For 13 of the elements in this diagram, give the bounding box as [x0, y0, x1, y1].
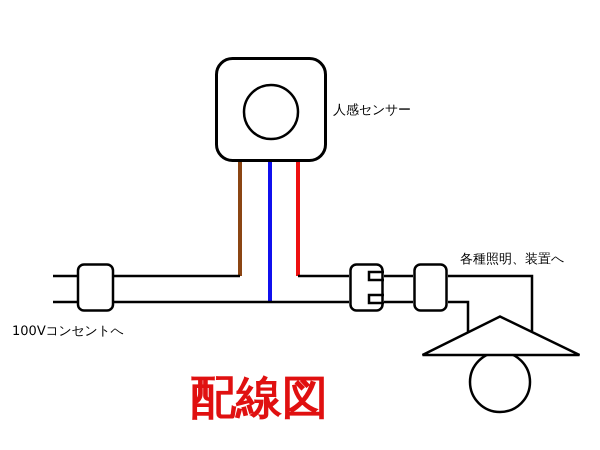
wire	[296, 162, 300, 276]
cable-drawing	[53, 263, 349, 312]
motion-sensor-drawing	[215, 57, 327, 162]
wire	[238, 162, 242, 276]
destination-note: 各種照明、装置へ	[460, 252, 564, 268]
sensor-label: 人感センサー	[333, 103, 411, 119]
diagram-title: 配線図	[190, 370, 328, 424]
connector-drawing	[349, 263, 384, 312]
cable-sleeve-drawing	[413, 263, 448, 312]
lamp-drawing	[421, 315, 581, 413]
wire	[268, 162, 272, 302]
cable	[382, 274, 414, 304]
destination-note: 100Vコンセントへ	[12, 324, 124, 340]
